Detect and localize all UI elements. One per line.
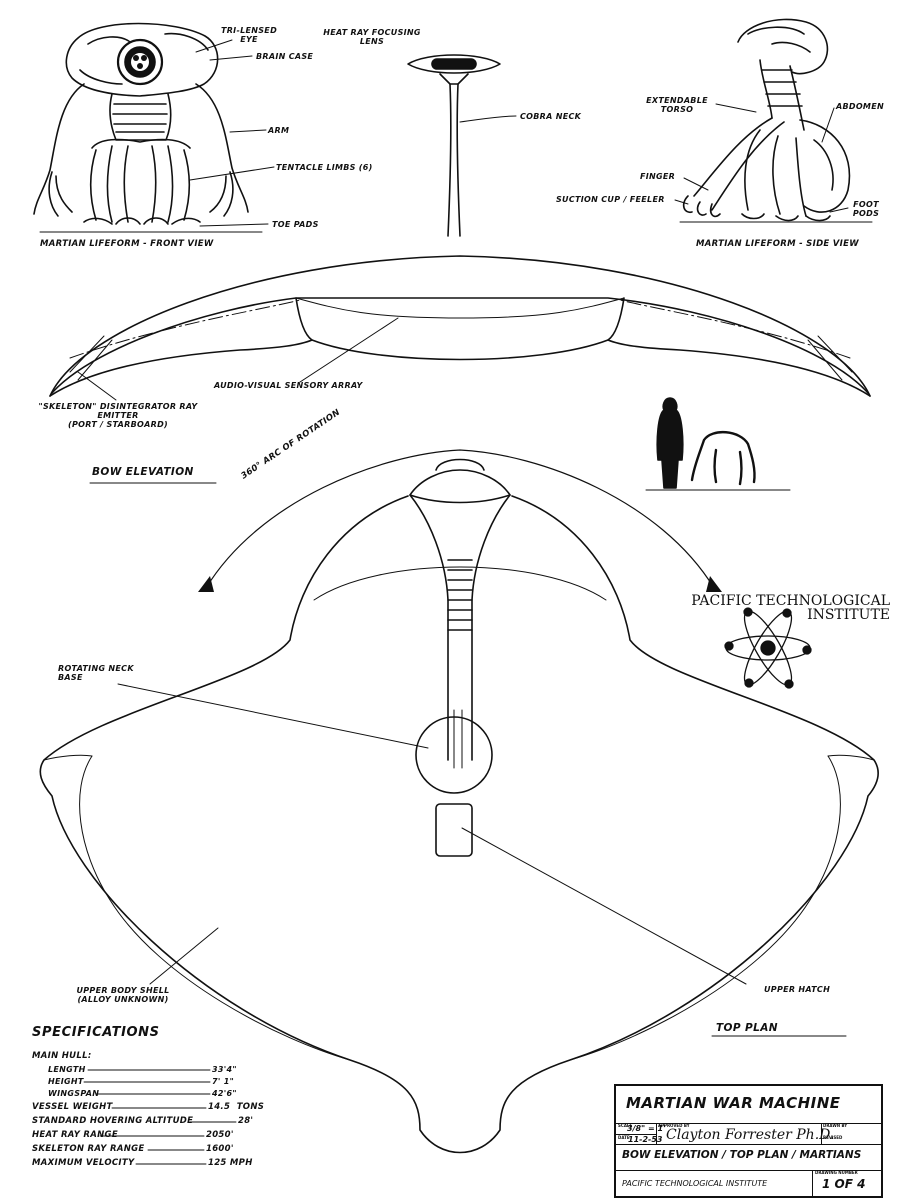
spec-value-skeleton-ray: 1600' xyxy=(206,1144,234,1154)
spec-value-length: 33'4" xyxy=(212,1065,237,1074)
spec-value-wingspan: 42'6" xyxy=(212,1089,237,1098)
spec-label-height: HEIGHT xyxy=(48,1077,84,1086)
rotation-arc xyxy=(205,449,715,589)
revised-label: REVISED xyxy=(823,1135,843,1140)
spec-label-wingspan: WINGSPAN xyxy=(48,1089,100,1098)
specs-main-hull: MAIN HULL: xyxy=(32,1051,92,1061)
label-skeleton-emitter: "SKELETON" DISINTEGRATOR RAY EMITTER (PO… xyxy=(38,402,198,429)
label-abdomen: ABDOMEN xyxy=(836,102,884,111)
label-suction-cup: SUCTION CUP / FEELER xyxy=(556,195,665,204)
drawing-number-label: DRAWING NUMBER xyxy=(815,1170,858,1175)
spec-leaders xyxy=(83,1069,237,1165)
drawn-label: DRAWN BY xyxy=(823,1123,848,1128)
label-tri-lensed-eye: TRI-LENSED EYE xyxy=(220,26,278,44)
spec-label-altitude: STANDARD HOVERING ALTITUDE xyxy=(32,1116,194,1126)
label-heat-ray-lens: HEAT RAY FOCUSING LENS xyxy=(323,28,421,46)
side-view-leaders xyxy=(674,103,849,213)
title-block-subtitle: BOW ELEVATION / TOP PLAN / MARTIANS xyxy=(622,1149,862,1161)
specs-title: SPECIFICATIONS xyxy=(32,1025,160,1040)
label-front-view: MARTIAN LIFEFORM - FRONT VIEW xyxy=(40,239,214,249)
label-finger: FINGER xyxy=(640,172,676,181)
label-rotating-neck: ROTATING NECK BASE xyxy=(58,664,134,682)
signature: Clayton Forrester Ph.D. xyxy=(666,1127,835,1143)
label-tentacle-limbs: TENTACLE LIMBS (6) xyxy=(276,163,373,172)
title-block-institute: PACIFIC TECHNOLOGICAL INSTITUTE xyxy=(622,1179,768,1188)
label-brain-case: BRAIN CASE xyxy=(256,52,314,61)
martian-side-view xyxy=(679,18,873,223)
spec-label-length: LENGTH xyxy=(48,1065,86,1074)
date-label: DATE xyxy=(618,1135,630,1140)
label-upper-hatch: UPPER HATCH xyxy=(764,985,831,994)
atom-logo-icon xyxy=(724,607,812,689)
top-plan-leaders xyxy=(117,683,847,1037)
label-upper-body-shell: UPPER BODY SHELL (ALLOY UNKNOWN) xyxy=(76,986,170,1004)
spec-label-skeleton-ray: SKELETON RAY RANGE xyxy=(32,1144,145,1154)
label-arm: ARM xyxy=(268,126,290,135)
specifications: SPECIFICATIONS xyxy=(32,1025,160,1040)
label-side-view: MARTIAN LIFEFORM - SIDE VIEW xyxy=(696,239,859,249)
spec-value-height: 7' 1" xyxy=(212,1077,235,1086)
heat-ray-neck xyxy=(407,54,501,237)
drawing-number: 1 OF 4 xyxy=(822,1177,866,1191)
front-view-leaders xyxy=(189,39,275,227)
label-foot-pods: FOOT PODS xyxy=(852,200,880,218)
bow-elevation-leaders xyxy=(77,317,399,484)
spec-value-vessel-weight: 14.5 TONS xyxy=(208,1102,265,1112)
label-audio-visual: AUDIO-VISUAL SENSORY ARRAY xyxy=(214,381,363,390)
spec-label-velocity: MAXIMUM VELOCITY xyxy=(32,1158,135,1168)
scale-label: SCALE xyxy=(618,1123,633,1128)
title-block: MARTIAN WAR MACHINE SCALE 3/8" = 1' DATE… xyxy=(614,1084,883,1198)
bow-elevation-hull xyxy=(49,255,871,397)
label-extendable-torso: EXTENDABLE TORSO xyxy=(646,96,708,114)
spec-value-altitude: 28' xyxy=(238,1116,254,1126)
approved-label: APPROVED BY xyxy=(658,1123,690,1128)
cobra-neck-leader xyxy=(459,115,517,123)
heading-bow-elevation: BOW ELEVATION xyxy=(92,466,194,478)
scale-value: 3/8" = 1' xyxy=(627,1124,666,1133)
scale-figures xyxy=(645,397,791,491)
martian-front-view xyxy=(33,22,263,233)
spec-value-heat-ray: 2050' xyxy=(206,1130,234,1140)
label-toe-pads: TOE PADS xyxy=(272,220,319,229)
top-plan-hull xyxy=(39,458,880,1154)
spec-label-vessel-weight: VESSEL WEIGHT xyxy=(32,1102,113,1112)
institute-name: PACIFIC TECHNOLOGICAL INSTITUTE xyxy=(691,593,890,623)
heading-top-plan: TOP PLAN xyxy=(716,1022,778,1034)
label-cobra-neck: COBRA NECK xyxy=(520,112,582,121)
spec-label-heat-ray: HEAT RAY RANGE xyxy=(32,1130,118,1140)
spec-value-velocity: 125 MPH xyxy=(208,1158,253,1168)
title-block-title: MARTIAN WAR MACHINE xyxy=(626,1094,841,1112)
date-value: 11-2-53 xyxy=(628,1135,663,1144)
